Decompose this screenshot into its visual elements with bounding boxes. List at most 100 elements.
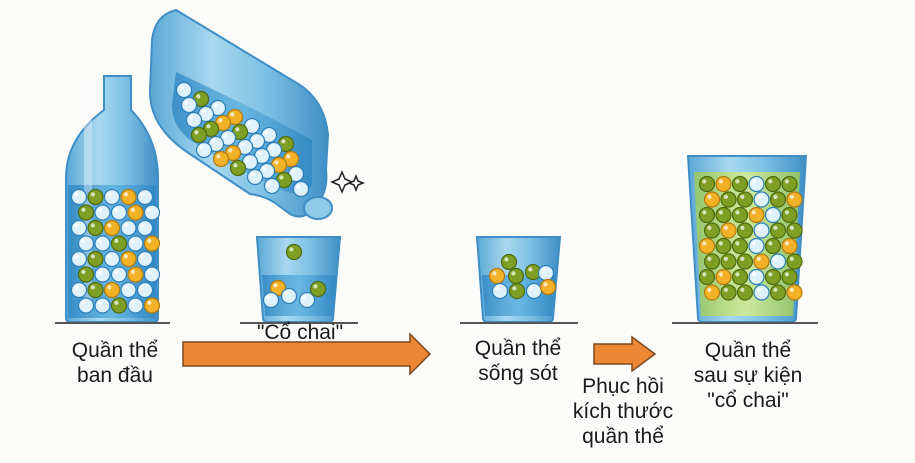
marble-highlight [296, 184, 301, 189]
marble-highlight [267, 181, 272, 186]
marble [720, 253, 737, 270]
marble-highlight [90, 254, 95, 259]
marble-highlight [723, 287, 728, 292]
marble-highlight [784, 241, 789, 246]
marble [769, 222, 787, 239]
marble [185, 111, 203, 129]
marble-highlight [279, 175, 284, 180]
marble-highlight [184, 100, 189, 105]
marble [103, 281, 121, 299]
marble-highlight [252, 136, 257, 141]
marble-highlight [114, 238, 119, 243]
marble-highlight [707, 287, 712, 292]
marble [753, 191, 770, 208]
marble [77, 204, 95, 221]
marble-highlight [768, 210, 773, 215]
marble [77, 266, 95, 283]
surviving-population-label-line2: sống sót [478, 362, 558, 385]
marble-highlight [740, 225, 745, 230]
post-bottleneck-label-line1: Quần thể [704, 339, 792, 362]
marble-highlight [773, 287, 778, 292]
marble-highlight [107, 223, 112, 228]
post-bottleneck-glass [686, 155, 808, 323]
marble [103, 219, 121, 237]
bottleneck-label-text: "Cổ chai" [256, 321, 344, 344]
marble [769, 284, 787, 301]
marble-highlight [543, 282, 548, 287]
marble-highlight [723, 256, 728, 261]
surviving-population-label: Quần thể sống sót [443, 336, 593, 386]
marble [143, 297, 161, 314]
marble-highlight [773, 256, 778, 261]
marble [491, 282, 509, 300]
marble [781, 206, 798, 224]
marble [70, 250, 88, 268]
marble [195, 141, 213, 159]
marble-highlight [756, 194, 761, 199]
marble [736, 191, 754, 208]
marble-highlight [735, 210, 740, 215]
marble-highlight [784, 210, 789, 215]
marble [309, 280, 327, 298]
marble-highlight [147, 238, 152, 243]
marble [731, 206, 749, 224]
marble-highlight [114, 269, 119, 274]
recovery-label-line1: Phục hồi [582, 375, 664, 398]
marble [781, 237, 798, 255]
marble-highlight [90, 192, 95, 197]
marble [180, 96, 198, 114]
marble-highlight [751, 210, 756, 215]
marble-highlight [274, 160, 279, 165]
marble-highlight [784, 179, 789, 184]
marble-highlight [140, 192, 145, 197]
marble-highlight [218, 118, 223, 123]
marble-highlight [235, 127, 240, 132]
pouring-bottle-balls [175, 81, 310, 198]
marble-highlight [512, 286, 517, 291]
marble-highlight [130, 300, 135, 305]
bottleneck-label: "Cổ chai" [225, 320, 375, 345]
marble-highlight [740, 287, 745, 292]
marble-highlight [789, 194, 794, 199]
marble-highlight [189, 115, 194, 120]
marble [120, 188, 137, 206]
marble-highlight [147, 269, 152, 274]
marble-highlight [211, 139, 216, 144]
marble [703, 253, 721, 270]
marble [229, 159, 247, 177]
marble [720, 222, 737, 239]
marble-highlight [492, 271, 497, 276]
survivor-balls [488, 253, 557, 300]
marble-highlight [702, 241, 707, 246]
marble-highlight [257, 151, 262, 156]
marble [70, 281, 88, 299]
recovery-label-line3: quần thể [582, 425, 664, 448]
marble-highlight [511, 271, 516, 276]
marble-highlight [495, 286, 500, 291]
post-bottleneck-balls [698, 175, 803, 301]
marble [77, 297, 95, 314]
marble-highlight [123, 285, 128, 290]
marble-highlight [199, 145, 204, 150]
marble [703, 284, 721, 301]
marble [136, 219, 154, 237]
marble [731, 237, 749, 255]
marble-highlight [194, 130, 199, 135]
marble-highlight [140, 223, 145, 228]
marble-highlight [541, 268, 546, 273]
marble [263, 177, 281, 195]
marble [748, 175, 765, 193]
marble-highlight [284, 291, 289, 296]
marble [136, 250, 154, 268]
marble-highlight [233, 163, 238, 168]
marble [120, 250, 137, 268]
marble [508, 282, 526, 300]
marble-highlight [773, 194, 778, 199]
marble [507, 267, 525, 285]
marble-highlight [223, 133, 228, 138]
marble [525, 282, 543, 300]
marble-highlight [250, 172, 255, 177]
marble-highlight [140, 254, 145, 259]
marble [87, 281, 104, 299]
marble [786, 253, 803, 270]
